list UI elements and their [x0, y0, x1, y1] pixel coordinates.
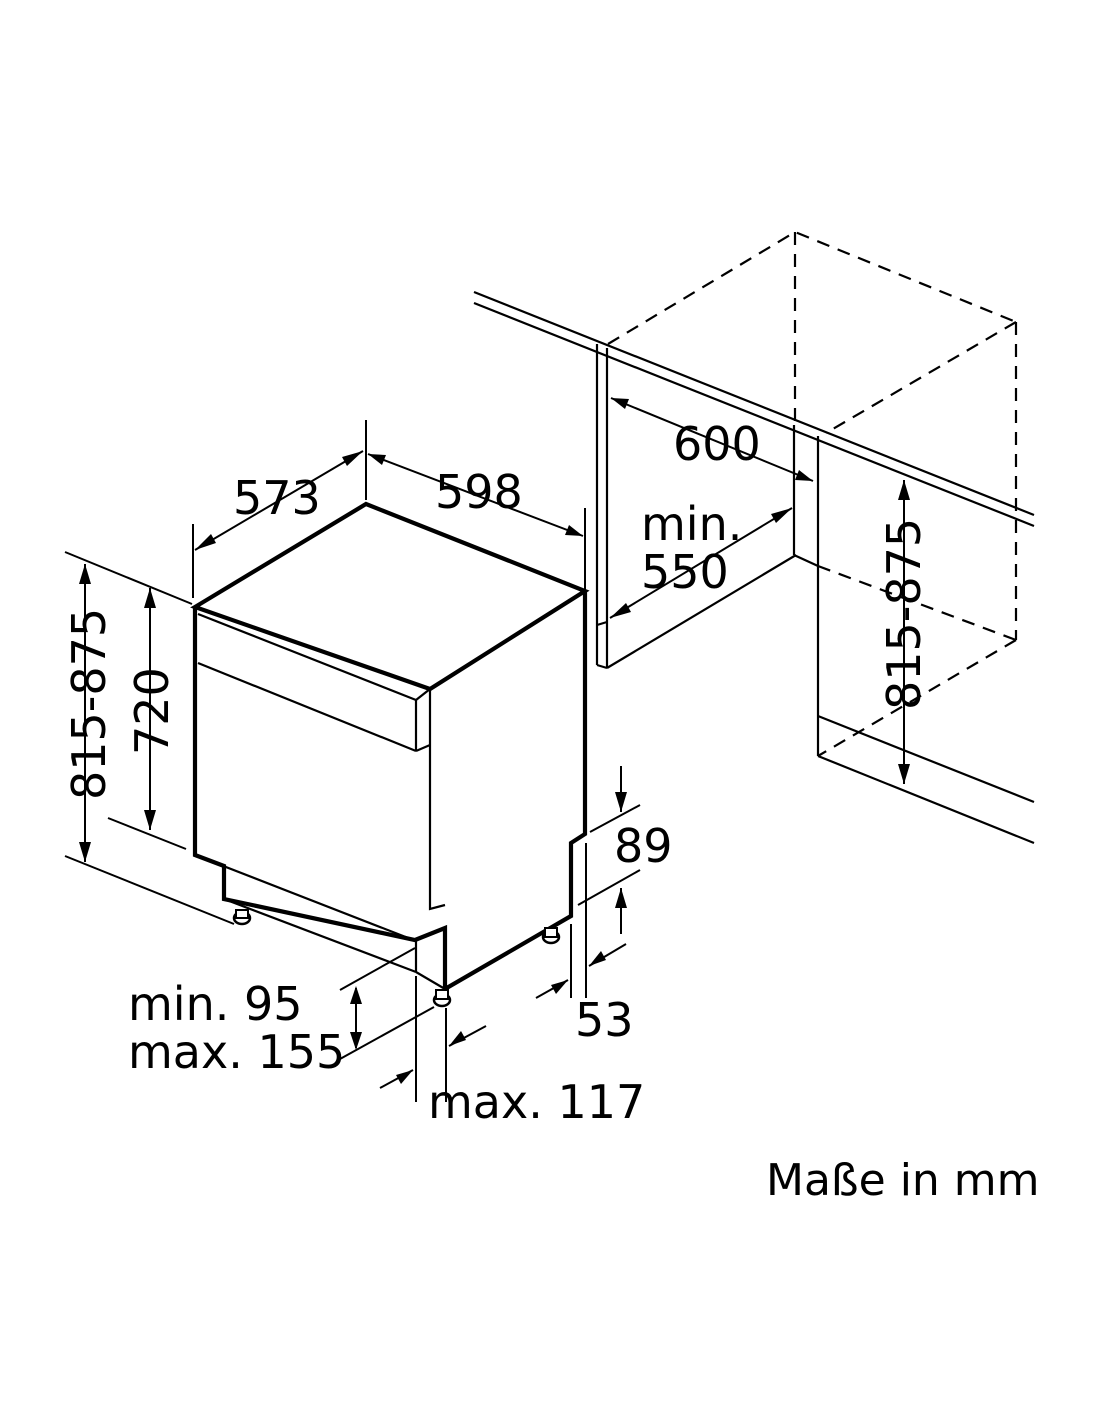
dishwasher-feet [232, 909, 561, 1008]
label-depth-573: 573 [233, 471, 321, 525]
label-niche-depth-line1: min. [641, 497, 742, 551]
label-body-height-720: 720 [125, 667, 179, 755]
kitchen-niche [473, 230, 1035, 845]
label-plinth-height-line1: min. 95 [128, 977, 303, 1031]
label-plinth-depth-53: 53 [575, 993, 634, 1047]
label-plinth-setback: max. 117 [428, 1075, 645, 1129]
label-plinth-offset-89: 89 [614, 819, 673, 873]
label-width-598: 598 [435, 465, 523, 519]
label-plinth-height-line2: max. 155 [128, 1025, 345, 1079]
label-niche-depth-line2: 550 [641, 545, 729, 599]
dimension-labels: 573 598 600 min. 550 815-875 720 815-875… [62, 417, 931, 1129]
units-note: Maße in mm [766, 1155, 1040, 1206]
dimension-lines [64, 397, 910, 1102]
label-height-range-right: 815-875 [877, 518, 931, 710]
dishwasher-body [190, 501, 590, 993]
label-height-range-left: 815-875 [62, 608, 116, 800]
label-niche-width-600: 600 [673, 417, 761, 471]
